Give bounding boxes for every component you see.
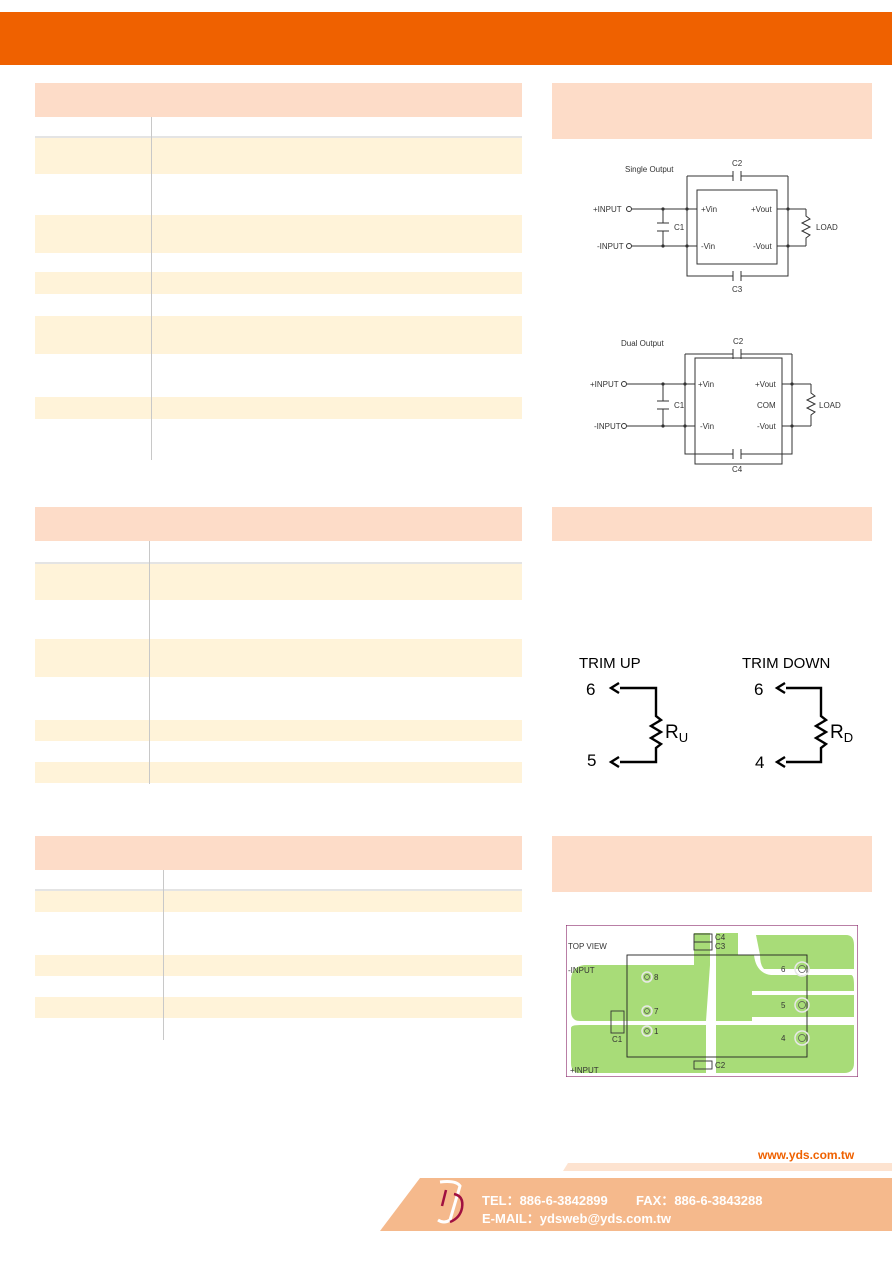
company-logo-icon: [437, 1180, 464, 1224]
dual-c4-label: C4: [732, 465, 743, 474]
pcb-pin-7-label: 7: [654, 1007, 659, 1016]
single-plus-vin-label: +Vin: [701, 205, 717, 214]
footer-email-label: E-MAIL: [482, 1211, 527, 1226]
table-row: [35, 138, 522, 174]
single-minus-vout-label: -Vout: [753, 242, 772, 251]
table-row: [35, 316, 522, 354]
footer-tel-value: 886-6-3842899: [519, 1193, 608, 1208]
table-row: [35, 272, 522, 294]
column-divider: [163, 870, 164, 1040]
table-row: [35, 955, 522, 976]
single-c1-label: C1: [674, 223, 685, 232]
pcb-pin-6-label: 6: [781, 965, 786, 974]
table-row: [35, 564, 522, 600]
trim-up-pin-top: 6: [586, 680, 595, 699]
footer-email: E-MAIL：ydsweb@yds.com.tw: [482, 1211, 671, 1226]
pcb-c1-label: C1: [612, 1035, 623, 1044]
single-plus-input-label: +INPUT: [593, 205, 622, 214]
section-3-header-rule: [35, 889, 522, 891]
resistor-ru-label: RU: [665, 722, 688, 745]
trim-up-pin-bottom: 5: [587, 751, 596, 770]
dual-c2-label: C2: [733, 337, 744, 346]
column-divider: [149, 541, 150, 784]
single-load-label: LOAD: [816, 223, 838, 232]
dual-output-title: Dual Output: [621, 339, 664, 348]
pcb-minus-input-label: -INPUT: [568, 966, 595, 975]
dual-plus-vout-label: +Vout: [755, 380, 776, 389]
pcb-c2-label: C2: [715, 1061, 726, 1070]
section-3-header: [35, 836, 522, 870]
pcb-pin-5-label: 5: [781, 1001, 786, 1010]
table-row: [35, 997, 522, 1018]
trim-down-pin-top: 6: [754, 680, 763, 699]
footer-band: [380, 1163, 892, 1231]
pcb-layout: TOP VIEW -INPUT +INPUT C4 C3 C2 C1 8 7 1…: [566, 925, 858, 1077]
single-output-diagram: Single Output +INPUT -INPUT C1 C2 C3 +Vi…: [593, 159, 838, 294]
right-section-1-header: [552, 83, 872, 139]
footer-tel-label: TEL: [482, 1193, 507, 1208]
section-2-header: [35, 507, 522, 541]
pcb-pin-1-label: 1: [654, 1027, 659, 1036]
single-minus-input-label: -INPUT: [597, 242, 624, 251]
dual-minus-input-label: -INPUT: [594, 422, 621, 431]
section-1-header: [35, 83, 522, 117]
single-c2-label: C2: [732, 159, 743, 168]
right-section-2-header: [552, 507, 872, 541]
footer-website[interactable]: www.yds.com.tw: [758, 1148, 855, 1162]
dual-output-diagram: Dual Output +INPUT -INPUT C1 C2 C4 +Vin …: [590, 337, 841, 474]
footer-fax-label: FAX: [636, 1193, 662, 1208]
single-output-title: Single Output: [625, 165, 674, 174]
pcb-pin-4-label: 4: [781, 1034, 786, 1043]
trim-diagram: TRIM UP TRIM DOWN 6 5 6 4 RU RD: [579, 655, 853, 772]
dual-com-label: COM: [757, 401, 776, 410]
dual-c1-label: C1: [674, 401, 685, 410]
table-row: [35, 762, 522, 783]
footer-tel: TEL：886-6-3842899: [482, 1193, 608, 1208]
table-row: [35, 891, 522, 912]
table-row: [35, 397, 522, 419]
trim-down-pin-bottom: 4: [755, 753, 764, 772]
footer-fax-value: 886-6-3843288: [674, 1193, 763, 1208]
single-minus-vin-label: -Vin: [701, 242, 715, 251]
right-section-3-header: [552, 836, 872, 892]
trim-up-label: TRIM UP: [579, 655, 641, 672]
pcb-plus-input-label: +INPUT: [570, 1066, 599, 1075]
header-bar: [0, 12, 892, 65]
footer-fax: FAX：886-6-3843288: [636, 1193, 763, 1208]
dual-plus-input-label: +INPUT: [590, 380, 619, 389]
trim-down-label: TRIM DOWN: [742, 655, 830, 672]
pcb-c4-label: C4: [715, 933, 726, 942]
table-row: [35, 720, 522, 741]
footer-email-value[interactable]: ydsweb@yds.com.tw: [539, 1211, 671, 1226]
single-c3-label: C3: [732, 285, 743, 294]
section-2-header-rule: [35, 562, 522, 564]
pcb-pin-8-label: 8: [654, 973, 659, 982]
table-row: [35, 639, 522, 677]
single-plus-vout-label: +Vout: [751, 205, 772, 214]
pcb-c3-label: C3: [715, 942, 726, 951]
dual-plus-vin-label: +Vin: [698, 380, 714, 389]
dual-minus-vin-label: -Vin: [700, 422, 714, 431]
pcb-top-view-label: TOP VIEW: [568, 942, 607, 951]
dual-minus-vout-label: -Vout: [757, 422, 776, 431]
column-divider: [151, 117, 152, 460]
dual-load-label: LOAD: [819, 401, 841, 410]
resistor-rd-label: RD: [830, 722, 853, 745]
table-row: [35, 215, 522, 253]
section-1-header-rule: [35, 136, 522, 138]
